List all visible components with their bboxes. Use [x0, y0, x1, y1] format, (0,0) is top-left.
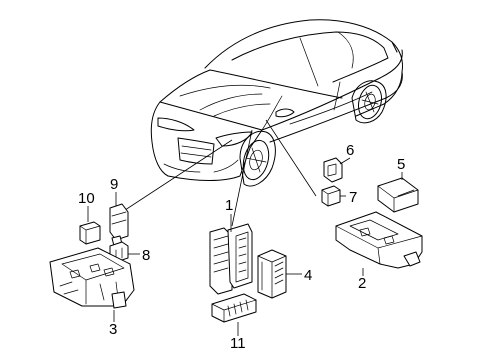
callout-5: 5 — [397, 156, 405, 173]
callout-2: 2 — [358, 275, 366, 292]
part-1-fuse-box — [209, 223, 253, 295]
callout-10: 10 — [78, 190, 95, 207]
callout-4: 4 — [304, 267, 312, 284]
callout-7: 7 — [349, 189, 357, 206]
callout-11: 11 — [230, 335, 246, 352]
callout-numbers: 1 2 3 4 5 6 7 8 9 10 11 — [78, 142, 405, 352]
part-10-relay — [79, 221, 101, 245]
callout-lines — [87, 157, 403, 336]
callout-3: 3 — [109, 321, 117, 338]
part-4-connector — [257, 249, 287, 299]
callout-6: 6 — [346, 142, 354, 159]
callout-9: 9 — [110, 176, 118, 193]
part-11-fuse-block — [211, 293, 257, 323]
callout-1: 1 — [225, 197, 233, 214]
part-6-bracket — [323, 157, 343, 183]
part-3-relay-carrier — [49, 247, 135, 309]
leader-lines — [121, 119, 317, 227]
part-9-relay-holder — [109, 203, 129, 247]
part-2-control-module — [335, 211, 423, 269]
part-5-cover — [377, 177, 419, 213]
part-7-relay — [321, 185, 341, 207]
callout-8: 8 — [142, 247, 150, 264]
car-illustration — [150, 19, 403, 187]
